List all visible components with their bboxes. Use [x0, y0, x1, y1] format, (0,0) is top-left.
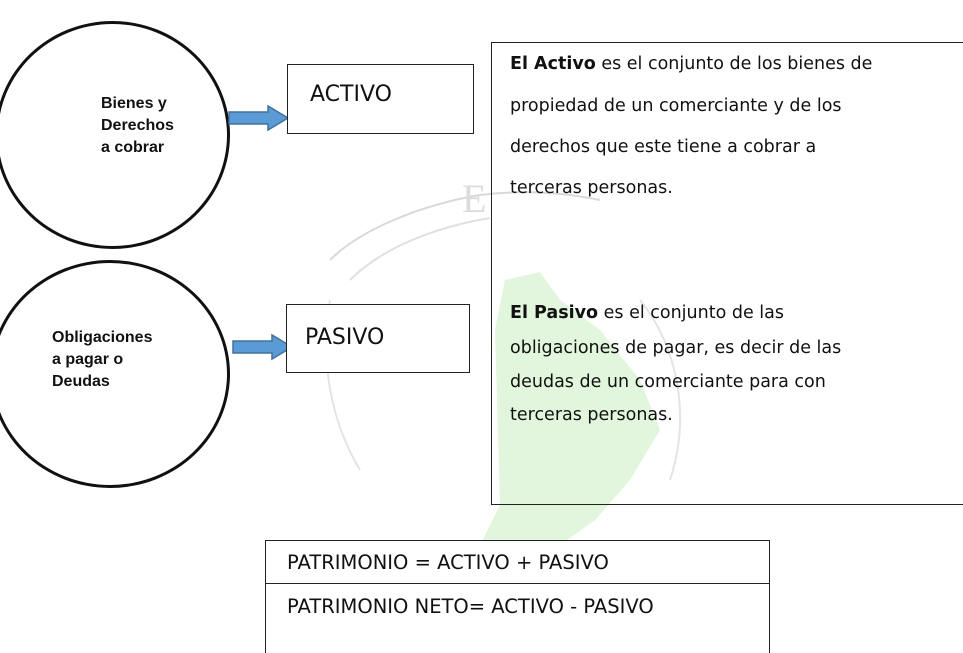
activo-definition-line4: terceras personas. [510, 178, 673, 198]
activo-definition-line2: propiedad de un comerciante y de los [510, 96, 842, 116]
pasivo-box: PASIVO [286, 304, 470, 373]
arrow-right-icon [232, 333, 294, 361]
patrimonio-neto-formula: PATRIMONIO NETO= ACTIVO - PASIVO [265, 583, 770, 653]
circle-obligaciones-label: Obligaciones a pagar o Deudas [52, 329, 153, 390]
pasivo-definition-line2: obligaciones de pagar, es decir de las [510, 338, 842, 358]
pasivo-definition-line3: deudas de un comerciante para con [510, 372, 826, 392]
definitions-box [491, 42, 963, 505]
circle-bienes-label: Bienes y Derechos a cobrar [101, 95, 174, 156]
svg-text:E: E [462, 176, 486, 221]
patrimonio-formula: PATRIMONIO = ACTIVO + PASIVO [265, 540, 770, 584]
pasivo-label: PASIVO [305, 325, 385, 350]
activo-definition-line1: El Activo es el conjunto de los bienes d… [510, 54, 873, 74]
pasivo-definition-line4: terceras personas. [510, 405, 673, 425]
circle-bienes-derechos [0, 21, 230, 249]
activo-definition-line3: derechos que este tiene a cobrar a [510, 137, 817, 157]
circle-obligaciones-deudas [0, 260, 230, 488]
activo-box: ACTIVO [287, 64, 474, 134]
activo-label: ACTIVO [310, 82, 392, 107]
pasivo-definition-line1: El Pasivo es el conjunto de las [510, 303, 784, 323]
arrow-right-icon [228, 104, 290, 132]
